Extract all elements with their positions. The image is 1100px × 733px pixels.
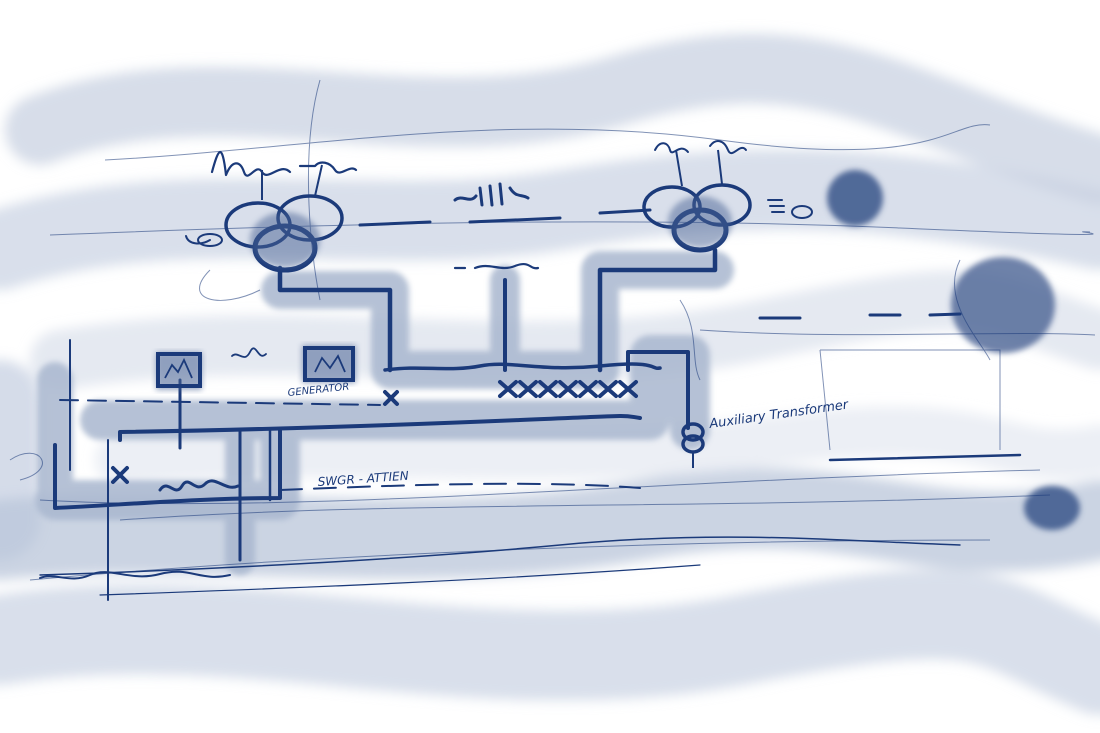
feeder-right	[597, 247, 718, 373]
auxiliary-transformer-symbol	[681, 422, 705, 468]
main-transformer-right-fill	[668, 196, 732, 248]
upper-bus	[383, 362, 662, 372]
switchgear-label: SWGR - ATTIEN	[317, 469, 409, 489]
main-bus	[118, 413, 642, 442]
left-enclosure	[53, 428, 282, 510]
breaker-marks	[111, 380, 638, 484]
main-transformer-left-fill	[250, 212, 320, 268]
blob-1	[827, 170, 883, 226]
blob-3	[1024, 486, 1080, 530]
blob-2	[951, 257, 1055, 353]
wash-blobs	[827, 170, 1080, 530]
ink-lines	[39, 208, 1022, 601]
scribble-notes	[39, 140, 785, 580]
generator-unit-2	[302, 345, 356, 383]
aux-feeder	[626, 350, 690, 430]
generator-unit-1	[156, 352, 202, 390]
feeder-left	[277, 265, 393, 373]
generator-label: GENERATOR	[287, 382, 350, 399]
